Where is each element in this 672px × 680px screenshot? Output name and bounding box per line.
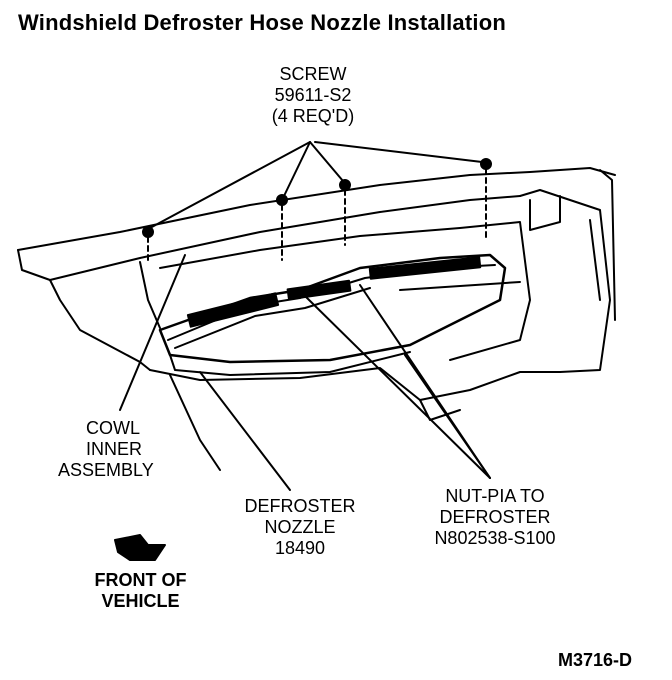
cowl-inner-assembly [149,367,561,401]
nozzle-label-line2: NOZZLE [264,517,336,537]
right-bracket [519,189,611,373]
cowl-label: COWL INNER ASSEMBLY [58,418,154,481]
nut-label-line1: NUT-PIA TO [445,486,545,506]
nozzle-leader [199,371,291,491]
nut-leaders [304,284,491,479]
nozzle-label-line1: DEFROSTER [244,496,356,516]
front-label-line2: VEHICLE [101,591,180,611]
cowl-leader [119,254,186,411]
cowl-upper-rim [49,195,521,281]
cowl-label-line1: COWL [86,418,140,438]
defroster-hose [169,351,411,376]
nut-label-line2: DEFROSTER [439,507,551,527]
cowl-label-line2: INNER [86,439,143,459]
cowl-top-edge [17,167,616,251]
screw-label: SCREW 59611-S2 (4 REQ'D) [248,64,378,127]
nut-label: NUT-PIA TO DEFROSTER N802538-S100 [410,486,580,549]
front-arrow-icon [114,534,166,561]
nozzle-outlet-right [368,256,482,280]
nut-label-line3: N802538-S100 [434,528,556,548]
page-title: Windshield Defroster Hose Nozzle Install… [18,10,506,35]
screw-label-line3: (4 REQ'D) [271,106,355,126]
figure-code: M3716-D [557,650,632,670]
front-of-vehicle-label: FRONT OF VEHICLE [78,570,203,612]
cowl-label-line3: ASSEMBLY [58,460,154,480]
inner-panel [159,221,531,361]
screw-label-line1: SCREW [279,64,347,84]
nozzle-outlet-left [186,292,280,328]
screw-label-line2: 59611-S2 [274,85,352,105]
screw-leaders [149,141,483,229]
nozzle-outlet-center [286,279,352,301]
nozzle-label-line3: 18490 [274,538,326,558]
screw-markers [142,158,492,238]
nozzle-label: DEFROSTER NOZZLE 18490 [225,496,375,559]
cowl-front-face [49,279,151,371]
front-label-line1: FRONT OF [94,570,187,590]
